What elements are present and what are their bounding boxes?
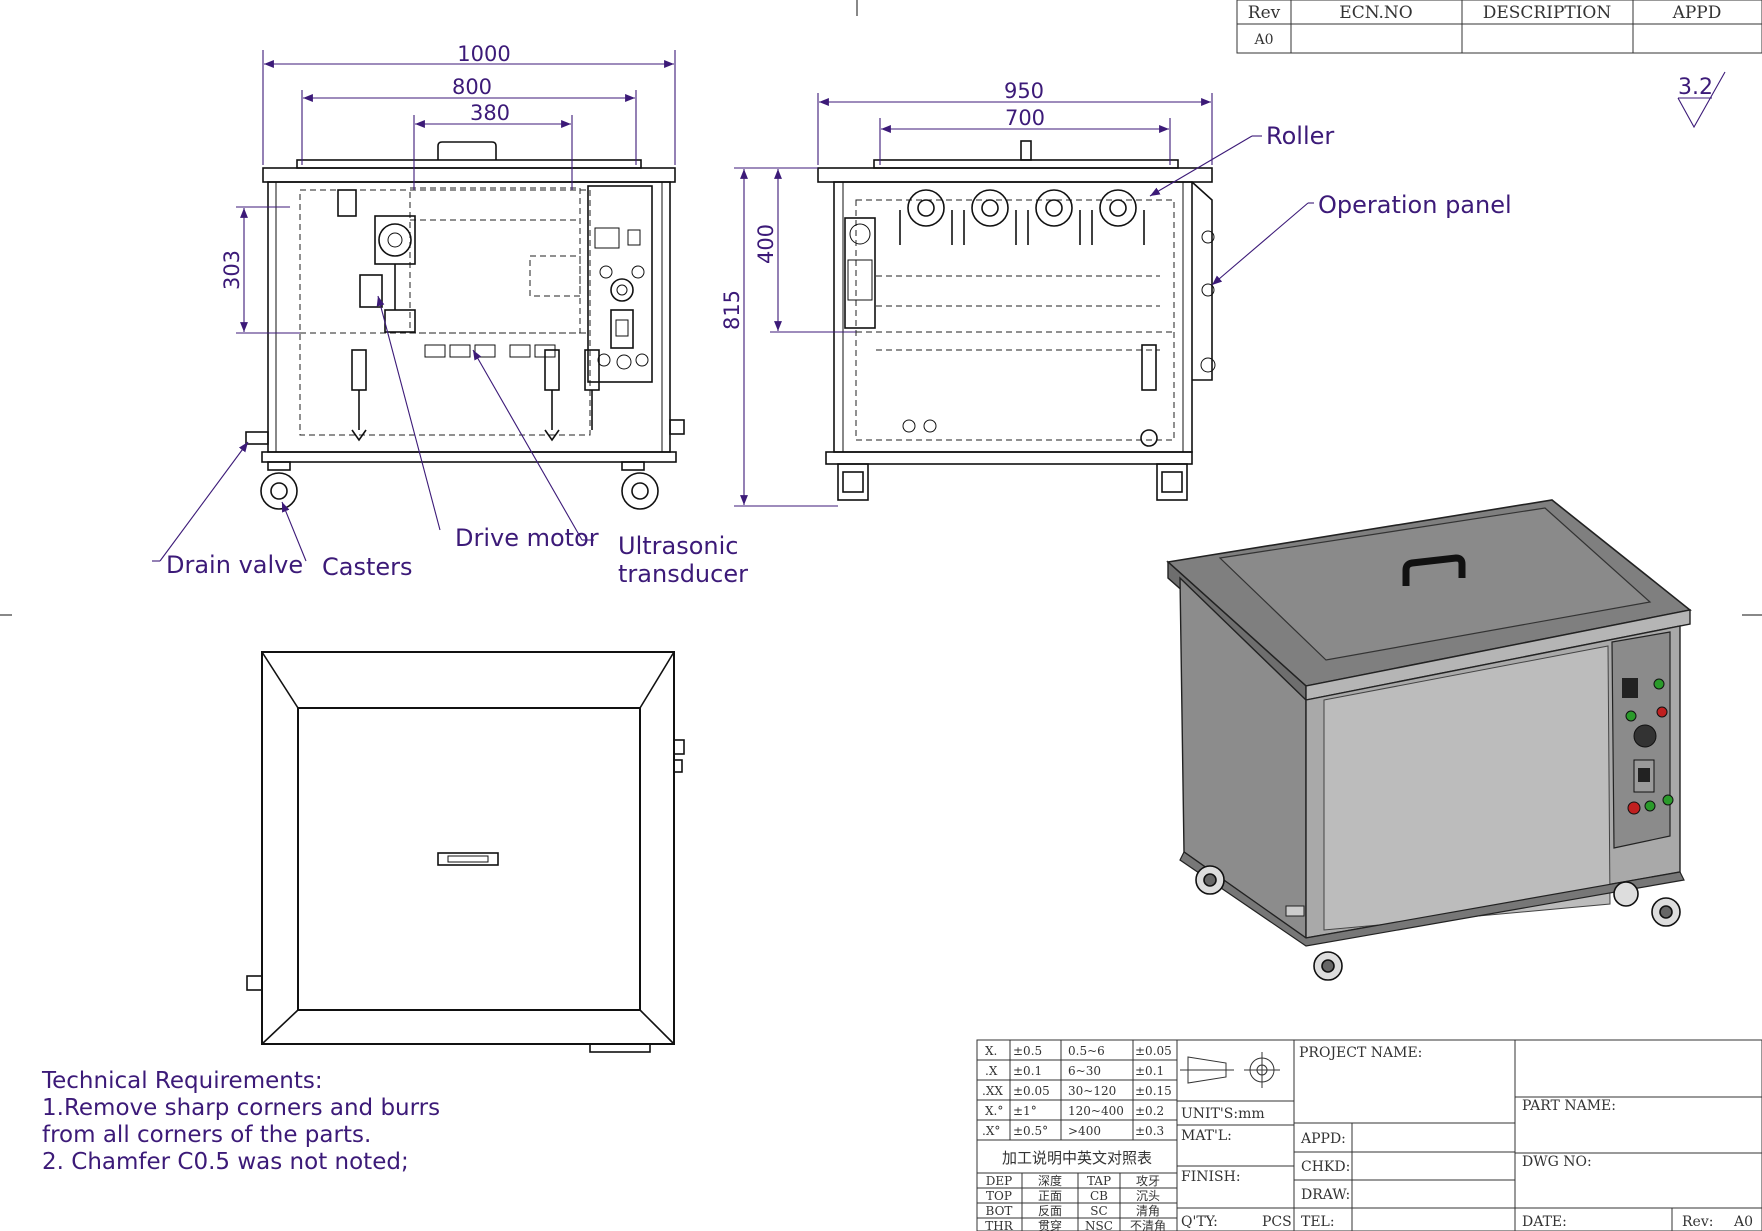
tr-r1c2: CB — [1090, 1189, 1108, 1203]
front-callouts: Drain valve Casters Drive motor Ultrason… — [152, 295, 748, 588]
tol-r4c1: ±0.5° — [1013, 1124, 1048, 1138]
requirements-title: Technical Requirements: — [42, 1068, 323, 1094]
tr-r3c0: THR — [985, 1219, 1013, 1231]
isometric-view — [1166, 499, 1692, 981]
tr-r2c0: BOT — [986, 1204, 1013, 1218]
callout-operation-panel: Operation panel — [1318, 191, 1512, 219]
front-dimensions: 1000 800 380 303 — [220, 42, 676, 334]
tr-r3c1: 贯穿 — [1038, 1218, 1062, 1231]
project-name-label: PROJECT NAME: — [1299, 1045, 1422, 1061]
tr-r0c3: 攻牙 — [1136, 1174, 1160, 1188]
tol-r3c1: ±1° — [1013, 1104, 1037, 1118]
tol-r2c2: 30~120 — [1068, 1084, 1116, 1098]
tr-r3c2: NSC — [1085, 1219, 1113, 1231]
material-label: MAT'L: — [1181, 1128, 1232, 1144]
projection-symbol — [1180, 1052, 1280, 1088]
dwg-no-label: DWG NO: — [1522, 1154, 1592, 1170]
tol-r3c0: X.° — [985, 1104, 1003, 1118]
tol-r3c2: 120~400 — [1068, 1104, 1124, 1118]
appd-header: APPD — [1672, 3, 1722, 23]
title-block: X. ±0.5 0.5~6 ±0.05 .X ±0.1 6~30 ±0.1 .X… — [976, 1039, 1762, 1231]
dim-380: 380 — [470, 101, 510, 125]
callout-roller: Roller — [1266, 122, 1334, 150]
requirement-line-3: 2. Chamfer C0.5 was not noted; — [42, 1149, 409, 1175]
dim-815: 815 — [720, 290, 744, 330]
part-name-label: PART NAME: — [1522, 1098, 1616, 1114]
callout-ultrasonic-line1: Ultrasonic — [618, 532, 738, 560]
tol-r4c3: ±0.3 — [1135, 1124, 1164, 1138]
front-view: 1000 800 380 303 Drain valve Casters Dri… — [152, 42, 748, 588]
tol-r0c0: X. — [985, 1044, 997, 1058]
requirement-line-1: 1.Remove sharp corners and burrs — [42, 1095, 441, 1121]
chkd-label: CHKD: — [1301, 1159, 1350, 1175]
surface-finish-symbol: 3.2 — [1677, 71, 1726, 129]
ecn-header: ECN.NO — [1339, 3, 1412, 23]
tr-r0c2: TAP — [1087, 1174, 1111, 1188]
rev-label: Rev: — [1682, 1214, 1713, 1230]
tol-r1c2: 6~30 — [1068, 1064, 1101, 1078]
tol-r2c0: .XX — [982, 1084, 1003, 1098]
dim-303: 303 — [220, 250, 244, 290]
tol-r0c3: ±0.05 — [1135, 1044, 1172, 1058]
tol-r4c2: >400 — [1068, 1124, 1101, 1138]
draw-label: DRAW: — [1301, 1187, 1350, 1203]
tr-r1c3: 沉头 — [1136, 1189, 1160, 1203]
top-view — [246, 651, 685, 1053]
dim-800: 800 — [452, 75, 492, 99]
tr-r0c0: DEP — [986, 1174, 1012, 1188]
tr-r3c3: 不清角 — [1130, 1219, 1166, 1231]
units-label: UNIT'S:mm — [1181, 1106, 1265, 1122]
requirement-line-2: from all corners of the parts. — [42, 1122, 372, 1148]
appd-label: APPD: — [1300, 1131, 1346, 1147]
tol-r1c0: .X — [985, 1064, 998, 1078]
tol-r0c1: ±0.5 — [1013, 1044, 1042, 1058]
callout-drain-valve: Drain valve — [166, 551, 303, 579]
translation-title: 加工说明中英文对照表 — [1002, 1149, 1152, 1167]
dim-1000: 1000 — [457, 42, 510, 66]
side-callouts: Roller Operation panel — [1149, 122, 1512, 286]
tr-r1c1: 正面 — [1038, 1189, 1062, 1203]
revision-table: Rev ECN.NO DESCRIPTION APPD A0 — [1236, 0, 1762, 54]
tol-r0c2: 0.5~6 — [1068, 1044, 1105, 1058]
rev-value: A0 — [1253, 32, 1273, 48]
rev-value-title: A0 — [1733, 1214, 1753, 1230]
finish-label: FINISH: — [1181, 1169, 1241, 1185]
surface-finish-value: 3.2 — [1678, 75, 1713, 100]
description-header: DESCRIPTION — [1483, 3, 1612, 23]
dim-400: 400 — [754, 224, 778, 264]
callout-ultrasonic-line2: transducer — [618, 560, 748, 588]
rev-header: Rev — [1248, 3, 1281, 23]
tol-r2c1: ±0.05 — [1013, 1084, 1050, 1098]
dim-950: 950 — [1004, 79, 1044, 103]
callout-casters: Casters — [322, 553, 413, 581]
side-dimensions: 950 700 400 815 — [720, 79, 1213, 507]
tr-r2c2: SC — [1090, 1204, 1107, 1218]
side-view: 950 700 400 815 Roller Operation panel — [720, 79, 1512, 507]
tr-r2c3: 清角 — [1136, 1204, 1160, 1218]
qty-label: Q'TY: — [1181, 1214, 1218, 1230]
tol-r1c1: ±0.1 — [1013, 1064, 1042, 1078]
tr-r1c0: TOP — [986, 1189, 1012, 1203]
tr-r2c1: 反面 — [1038, 1204, 1062, 1218]
tol-r2c3: ±0.15 — [1135, 1084, 1172, 1098]
tol-r4c0: .X° — [982, 1124, 1000, 1138]
callout-drive-motor: Drive motor — [455, 524, 599, 552]
sheet-marks — [0, 0, 1762, 616]
tel-label: TEL: — [1301, 1214, 1335, 1230]
tr-r0c1: 深度 — [1038, 1173, 1062, 1188]
date-label: DATE: — [1522, 1214, 1567, 1230]
pcs-label: PCS — [1262, 1214, 1292, 1230]
tol-r1c3: ±0.1 — [1135, 1064, 1164, 1078]
dim-700: 700 — [1005, 106, 1045, 130]
technical-requirements: Technical Requirements: 1.Remove sharp c… — [42, 1068, 440, 1176]
tol-r3c3: ±0.2 — [1135, 1104, 1164, 1118]
